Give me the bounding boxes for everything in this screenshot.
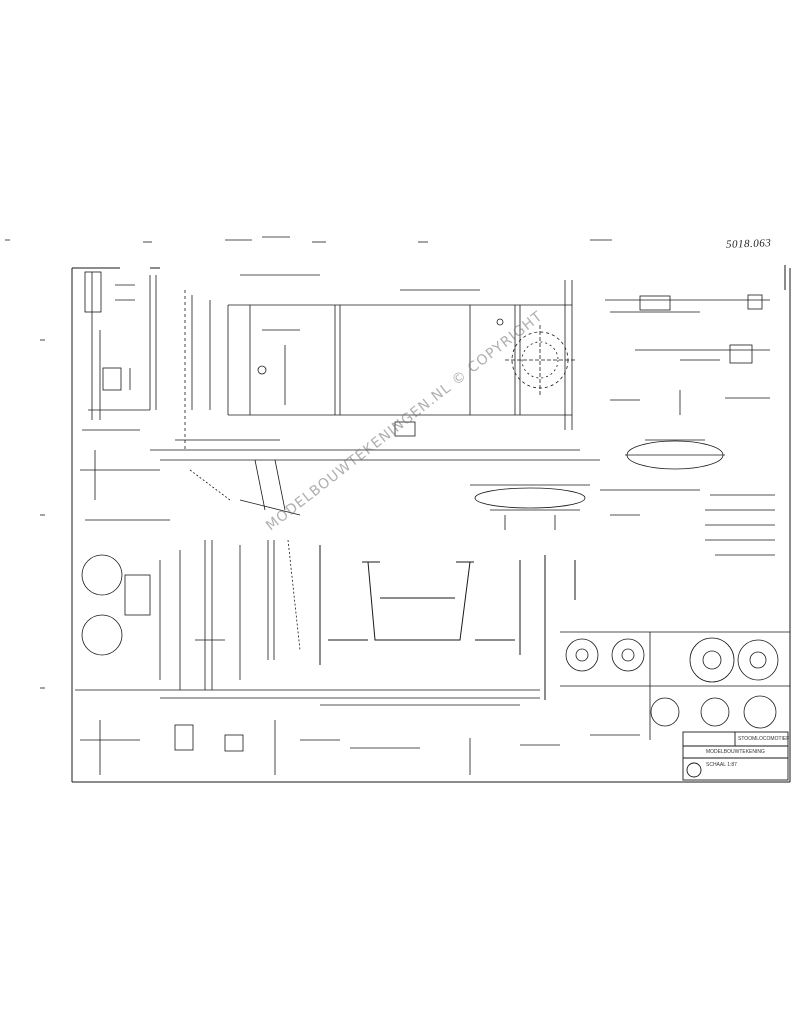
drawing-reference-number: 5018.063 xyxy=(725,237,772,251)
frame-plan xyxy=(227,274,575,430)
elevation-band xyxy=(150,421,600,516)
title-block-line-3: SCHAAL 1:87 xyxy=(706,762,737,768)
sheet-border xyxy=(71,265,791,783)
left-ticks xyxy=(40,339,45,689)
spring-assembly xyxy=(470,439,725,530)
left-column-detail xyxy=(80,271,170,521)
hopper-section xyxy=(319,545,576,700)
wheel-details xyxy=(560,631,790,740)
center-guides xyxy=(184,290,211,450)
title-block-line-2: MODELBOUWTEKENING xyxy=(706,749,765,755)
title-block-line-1: STOOMLOCOMOTIEF xyxy=(738,736,790,742)
title-block xyxy=(682,731,789,781)
bottom-row xyxy=(75,689,640,775)
section-views-left xyxy=(81,539,301,690)
right-top-details xyxy=(605,294,770,415)
stacked-plates xyxy=(600,489,775,556)
top-marks xyxy=(5,236,612,243)
